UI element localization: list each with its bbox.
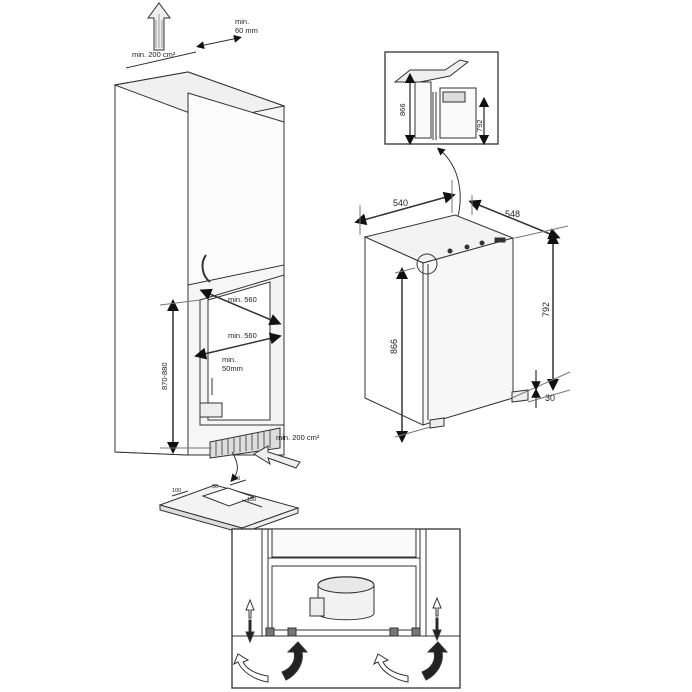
label-vent-top: min. 200 cm² <box>132 50 176 59</box>
compressor-icon <box>309 576 375 621</box>
label-fridge-plinth: 30 <box>545 393 555 403</box>
right-airflow-out-arrow <box>421 641 449 681</box>
top-airflow-arrow <box>147 2 171 51</box>
bottom-airflow-arrow <box>253 445 301 469</box>
right-adjust-arrow <box>432 596 442 642</box>
label-plate-dim-2: 100 <box>231 476 240 482</box>
ventilation-detail <box>231 528 461 689</box>
label-niche-height: 870-880 <box>160 362 169 390</box>
label-top-gap-line1: min. <box>235 17 249 26</box>
label-fridge-width: 540 <box>393 198 408 208</box>
label-rear-gap-lower: min. 560 <box>228 331 257 340</box>
label-niche-gap: min. 50mm <box>222 355 243 373</box>
label-niche-gap-line2: 50mm <box>222 364 243 373</box>
label-fridge-height-792: 792 <box>541 302 551 317</box>
cabinet-drawing <box>113 2 301 534</box>
left-adjust-arrow <box>245 598 255 644</box>
label-hinge-792: 792 <box>475 119 484 132</box>
label-fridge-height-866: 866 <box>389 339 399 354</box>
cabinet-labels: min. 200 cm² min. 60 mm min. 560 min. 56… <box>132 17 320 503</box>
label-plate-dim-3: 150 <box>247 497 256 503</box>
label-plate-dim-4: 50 <box>212 484 218 490</box>
label-top-gap: min. 60 mm <box>235 17 258 35</box>
right-airflow-in-arrow <box>373 653 409 683</box>
fridge-drawing <box>354 180 571 443</box>
hinge-detail <box>384 51 499 146</box>
label-rear-gap-upper: min. 560 <box>228 295 257 304</box>
left-airflow-out-arrow <box>281 641 309 681</box>
label-fridge-depth: 548 <box>505 209 520 219</box>
label-top-gap-line2: 60 mm <box>235 26 258 35</box>
label-plate-dim-1: 100 <box>172 488 181 494</box>
label-vent-bottom: min. 200 cm² <box>276 433 320 442</box>
label-hinge-866: 866 <box>398 103 407 116</box>
left-airflow-in-arrow <box>233 653 269 683</box>
label-niche-gap-line1: min. <box>222 355 236 364</box>
